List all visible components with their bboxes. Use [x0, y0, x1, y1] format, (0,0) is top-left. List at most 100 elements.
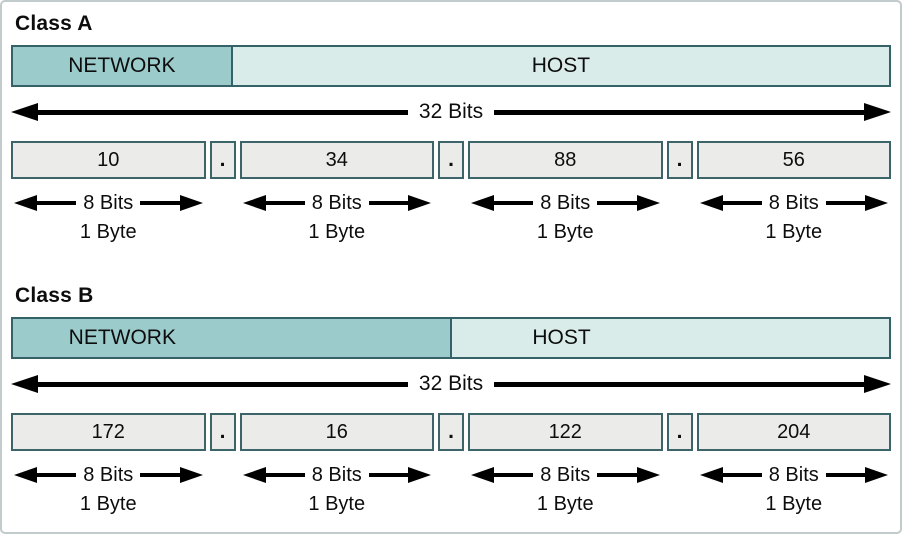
- arrow-line: [825, 473, 865, 477]
- class-a-octet-4: 56: [696, 141, 891, 179]
- spacer: [438, 221, 464, 244]
- arrow-line: [597, 473, 637, 477]
- 8bits-label: 8 Bits: [83, 191, 134, 214]
- class-a-title: Class A: [15, 12, 93, 35]
- spacer: [210, 464, 236, 486]
- arrow-line: [37, 473, 77, 477]
- arrowhead-right-icon: [864, 375, 892, 393]
- 8bits-label: 8 Bits: [768, 191, 819, 214]
- class-a-octet-1: 10: [11, 141, 206, 179]
- arrowhead-right-icon: [636, 467, 660, 483]
- arrowhead-right-icon: [408, 467, 431, 483]
- class-b-host-label: HOST: [532, 326, 591, 349]
- arrow-line: [38, 109, 408, 115]
- class-b-octet-row: 172 . 16 . 122 . 204: [11, 413, 891, 451]
- arrow-line: [722, 473, 762, 477]
- class-b-network-host-bar: NETWORK HOST: [11, 317, 891, 359]
- octet-dot-separator: .: [666, 141, 693, 179]
- spacer: [667, 192, 693, 214]
- arrowhead-right-icon: [179, 195, 203, 211]
- byte-label: 1 Byte: [308, 493, 366, 515]
- 8bits-label: 8 Bits: [311, 191, 362, 214]
- 8bits-arrow: 8 Bits: [697, 192, 892, 214]
- arrowhead-left-icon: [14, 467, 37, 483]
- arrowhead-left-icon: [242, 195, 266, 211]
- spacer: [438, 493, 464, 516]
- class-a-32bits-arrow: 32 Bits: [11, 100, 892, 124]
- 8bits-arrow: 8 Bits: [240, 192, 435, 214]
- class-b-octet-2: 16: [239, 413, 434, 451]
- 8bits-arrow: 8 Bits: [11, 192, 206, 214]
- class-b-title: Class B: [15, 284, 94, 307]
- 8bits-label: 8 Bits: [540, 191, 591, 214]
- arrow-line: [140, 473, 180, 477]
- class-b-8bits-arrows: 8 Bits 8 Bits 8 Bits 8 Bits: [11, 464, 891, 486]
- 8bits-label: 8 Bits: [83, 463, 134, 486]
- arrowhead-left-icon: [14, 195, 37, 211]
- class-b-octet-1: 172: [11, 413, 206, 451]
- class-b-host-box: HOST: [452, 317, 891, 359]
- arrowhead-left-icon: [471, 467, 494, 483]
- 8bits-label: 8 Bits: [311, 463, 362, 486]
- spacer: [667, 221, 693, 244]
- arrow-line: [368, 473, 408, 477]
- 8bits-label: 8 Bits: [540, 463, 591, 486]
- arrowhead-right-icon: [864, 103, 892, 121]
- arrow-line: [265, 473, 305, 477]
- octet-dot-separator: .: [209, 413, 236, 451]
- byte-label: 1 Byte: [79, 493, 137, 515]
- arrowhead-left-icon: [11, 103, 38, 121]
- arrowhead-right-icon: [865, 195, 888, 211]
- class-b-byte-labels: 1 Byte 1 Byte 1 Byte 1 Byte: [11, 493, 891, 516]
- byte-label: 1 Byte: [765, 493, 823, 515]
- arrowhead-right-icon: [179, 467, 203, 483]
- arrowhead-left-icon: [242, 467, 266, 483]
- arrowhead-left-icon: [11, 375, 38, 393]
- arrow-line: [597, 201, 637, 205]
- octet-dot-separator: .: [438, 413, 464, 451]
- spacer: [667, 464, 693, 486]
- class-a-network-label: NETWORK: [68, 54, 176, 77]
- class-b-octet-4: 204: [696, 413, 891, 451]
- arrow-line: [368, 201, 408, 205]
- arrow-line: [494, 109, 865, 115]
- spacer: [667, 493, 693, 516]
- class-a-octet-3: 88: [468, 141, 663, 179]
- class-a-network-host-bar: NETWORK HOST: [11, 45, 891, 87]
- spacer: [210, 221, 236, 244]
- byte-label: 1 Byte: [79, 221, 137, 243]
- arrowhead-right-icon: [636, 195, 660, 211]
- 8bits-arrow: 8 Bits: [697, 464, 892, 486]
- byte-label: 1 Byte: [308, 221, 366, 243]
- arrowhead-left-icon: [699, 467, 723, 483]
- spacer: [438, 464, 464, 486]
- arrowhead-left-icon: [699, 195, 723, 211]
- 8bits-arrow: 8 Bits: [468, 464, 663, 486]
- octet-dot-separator: .: [209, 141, 236, 179]
- class-a-8bits-arrows: 8 Bits 8 Bits 8 Bits 8 Bits: [11, 192, 891, 214]
- class-a-host-box: HOST: [232, 45, 891, 87]
- arrow-line: [722, 201, 762, 205]
- arrow-line: [494, 473, 534, 477]
- arrowhead-right-icon: [865, 467, 888, 483]
- arrow-line: [825, 201, 865, 205]
- spacer: [210, 192, 236, 214]
- arrow-line: [37, 201, 77, 205]
- 8bits-label: 8 Bits: [768, 463, 819, 486]
- arrow-line: [494, 381, 865, 387]
- arrowhead-left-icon: [471, 195, 494, 211]
- class-a-section: Class A NETWORK HOST 32 Bits 10 . 34 . 8…: [11, 12, 892, 244]
- arrow-line: [494, 201, 534, 205]
- class-b-network-label: NETWORK: [68, 326, 176, 349]
- spacer: [210, 493, 236, 516]
- class-a-32bits-label: 32 Bits: [418, 100, 484, 123]
- class-a-network-box: NETWORK: [11, 45, 233, 87]
- byte-label: 1 Byte: [536, 493, 594, 515]
- class-b-32bits-label: 32 Bits: [418, 372, 484, 395]
- class-b-32bits-arrow: 32 Bits: [11, 372, 892, 396]
- 8bits-arrow: 8 Bits: [11, 464, 206, 486]
- class-a-octet-2: 34: [239, 141, 434, 179]
- arrow-line: [38, 381, 408, 387]
- class-a-octet-row: 10 . 34 . 88 . 56: [11, 141, 891, 179]
